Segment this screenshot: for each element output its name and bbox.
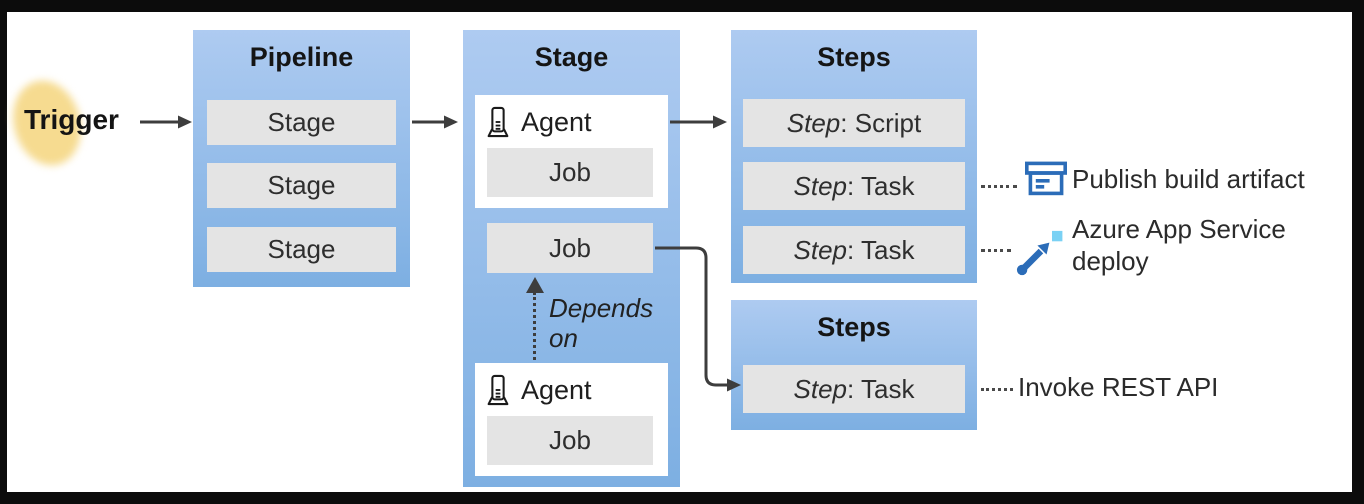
trigger-label: Trigger	[24, 104, 119, 135]
step-prefix: Step	[793, 235, 848, 265]
job-box: Job	[487, 416, 653, 465]
stage-title: Stage	[534, 42, 609, 72]
depends-on-arrowhead	[526, 277, 544, 293]
steps-container-bottom: Steps Step: Task	[731, 300, 977, 430]
agent-label: Agent	[521, 374, 592, 405]
agent-row: Agent	[483, 368, 592, 412]
agent-block-bottom: Agent Job	[475, 363, 668, 476]
step-suffix: : Task	[847, 171, 915, 201]
pipeline-stage-item: Stage	[207, 163, 396, 208]
agent-row: Agent	[483, 100, 592, 144]
depends-on-label: Depends on	[549, 293, 654, 353]
publish-build-artifact-icon	[1025, 161, 1067, 196]
standalone-job-box: Job	[487, 223, 653, 273]
step-prefix: Step	[793, 374, 848, 404]
step-item-task: Step: Task	[743, 162, 965, 210]
agent-block-top: Agent Job	[475, 95, 668, 208]
dotted-connector	[981, 249, 1011, 252]
pipeline-stage-item: Stage	[207, 100, 396, 145]
app-service-deploy-label: Azure App Service deploy	[1072, 214, 1286, 276]
steps-title: Steps	[817, 312, 891, 342]
stage-container: Stage Agent Job Job	[463, 30, 680, 487]
step-item-script: Step: Script	[743, 99, 965, 147]
agent-label: Agent	[521, 106, 592, 137]
steps-container-top: Steps Step: Script Step: Task Step: Task	[731, 30, 977, 283]
agent-icon	[487, 106, 509, 138]
dotted-connector	[981, 388, 1013, 391]
depends-on-dotted-line	[533, 292, 536, 360]
step-suffix: : Task	[847, 374, 915, 404]
step-suffix: : Script	[840, 108, 922, 138]
step-prefix: Step	[786, 108, 841, 138]
step-prefix: Step	[793, 171, 848, 201]
pipeline-stage-item: Stage	[207, 227, 396, 272]
invoke-rest-api-label: Invoke REST API	[1018, 372, 1219, 402]
agent-icon	[487, 374, 509, 406]
publish-build-artifact-label: Publish build artifact	[1072, 164, 1305, 194]
dotted-connector	[981, 185, 1017, 188]
step-suffix: : Task	[847, 235, 915, 265]
app-service-deploy-icon	[1016, 230, 1063, 276]
job-box: Job	[487, 148, 653, 197]
step-item-task: Step: Task	[743, 365, 965, 413]
step-item-task: Step: Task	[743, 226, 965, 274]
pipeline-container: Pipeline Stage Stage Stage	[193, 30, 410, 287]
pipeline-title: Pipeline	[249, 42, 354, 72]
steps-title: Steps	[817, 42, 891, 72]
